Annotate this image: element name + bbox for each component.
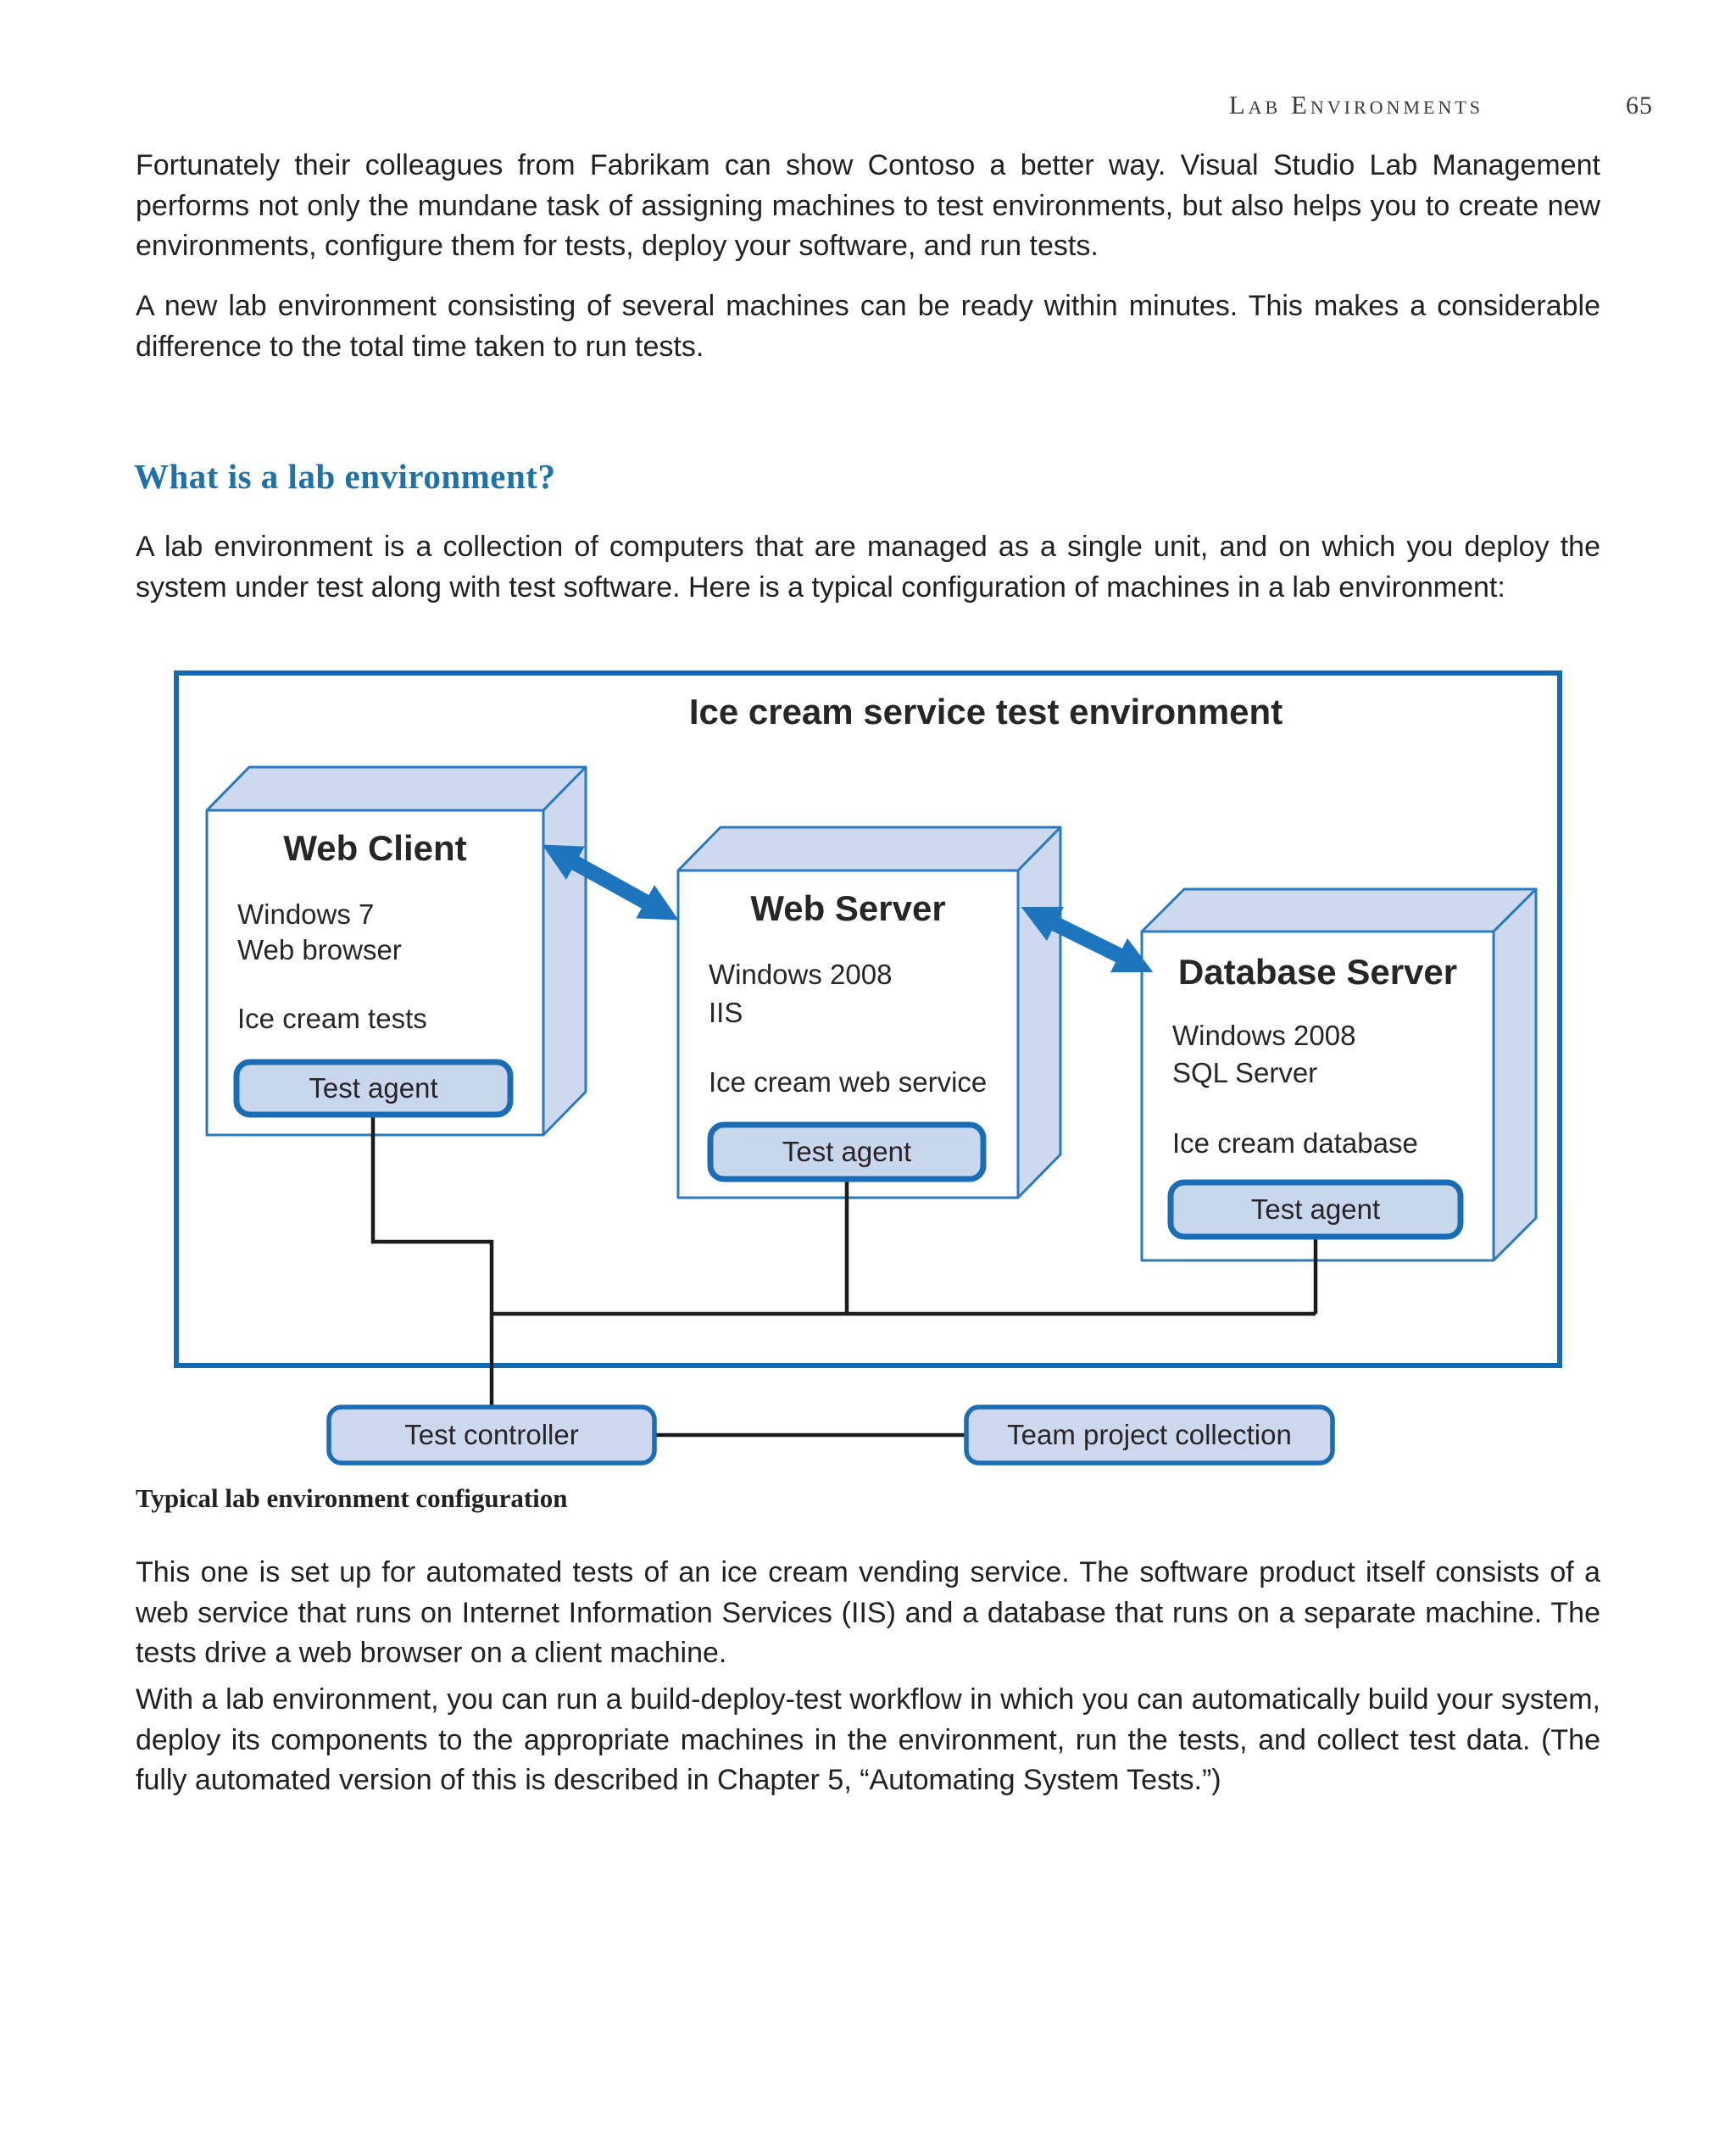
web-server-test-agent-label: Test agent: [782, 1136, 912, 1167]
database-test-agent-label: Test agent: [1250, 1193, 1381, 1225]
web-client-platform: Web browser: [237, 934, 402, 965]
web-server-title: Web Server: [750, 888, 946, 928]
test-controller-label: Test controller: [404, 1419, 579, 1450]
server-database-arrow: [1021, 906, 1154, 973]
running-header-title: Lab Environments: [1228, 90, 1483, 120]
infrastructure-shapes: [326, 1405, 1335, 1466]
lab-environment-figure: Ice cream service test environment Web C…: [174, 670, 1562, 1475]
connector-lines: [370, 1115, 1318, 1438]
database-server-title: Database Server: [1177, 952, 1458, 992]
paragraph-intro: Fortunately their colleagues from Fabrik…: [136, 149, 1600, 262]
web-server-software: Ice cream web service: [709, 1066, 988, 1098]
team-project-collection-label: Team project collection: [1007, 1419, 1292, 1450]
web-client-software: Ice cream tests: [237, 1003, 427, 1034]
page-number: 65: [1626, 92, 1653, 120]
web-server-top-face: [676, 826, 1062, 872]
test-agent-shapes: [233, 1059, 1464, 1240]
diagram-title: Ice cream service test environment: [688, 692, 1283, 731]
web-client-title: Web Client: [283, 828, 467, 868]
database-server-os: Windows 2008: [1172, 1020, 1356, 1051]
team-project-collection-shape: [964, 1405, 1335, 1466]
web-client-os: Windows 7: [237, 898, 375, 930]
running-header: Lab Environments 65: [1229, 90, 1653, 120]
database-server-top-face: [1140, 887, 1538, 933]
database-server-software: Ice cream database: [1172, 1127, 1418, 1159]
communication-arrows: [542, 844, 1154, 973]
web-client-test-agent-label: Test agent: [309, 1072, 438, 1104]
database-agent-shape: [1167, 1179, 1464, 1240]
web-client-side-face: [542, 765, 587, 1137]
paragraph-new-lab: A new lab environment consisting of seve…: [136, 290, 1600, 363]
test-controller-shape: [326, 1405, 657, 1466]
paragraph-workflow: With a lab environment, you can run a bu…: [136, 1683, 1600, 1796]
web-client-agent-shape: [233, 1059, 514, 1118]
paragraph-setup: This one is set up for automated tests o…: [136, 1556, 1600, 1669]
web-server-platform: IIS: [709, 997, 743, 1028]
web-server-os: Windows 2008: [709, 959, 893, 990]
web-server-agent-shape: [707, 1121, 987, 1182]
section-heading: What is a lab environment?: [134, 457, 556, 496]
client-agent-to-controller-line: [370, 1115, 494, 1407]
web-client-top-face: [205, 765, 587, 812]
web-server-side-face: [1016, 826, 1062, 1199]
paragraph-definition: A lab environment is a collection of com…: [136, 531, 1600, 604]
database-server-platform: SQL Server: [1172, 1057, 1318, 1088]
figure-caption: Typical lab environment configuration: [136, 1483, 568, 1513]
lab-environment-diagram: [174, 670, 1562, 1466]
client-server-arrow: [542, 844, 679, 921]
database-server-side-face: [1492, 887, 1538, 1262]
